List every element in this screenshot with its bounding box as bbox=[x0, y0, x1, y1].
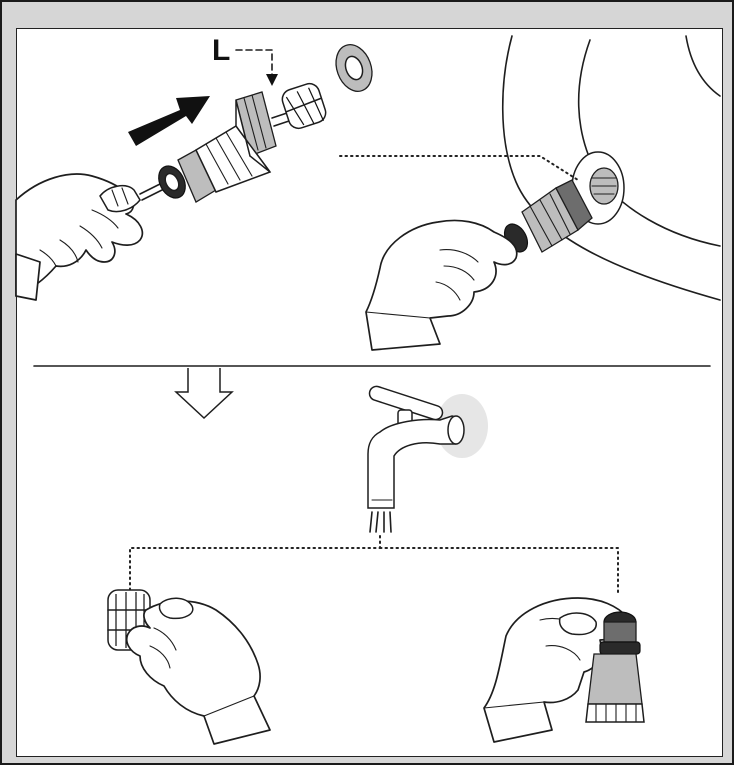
right-hand bbox=[365, 219, 518, 351]
washing-machine-icon bbox=[501, 35, 721, 301]
callout-l: L bbox=[212, 34, 278, 86]
hose-connector-icon bbox=[585, 611, 645, 723]
mesh-filter-icon bbox=[281, 82, 327, 130]
water-tap-icon bbox=[367, 385, 488, 509]
step-clean-connector bbox=[483, 597, 645, 743]
arrow-down-outline-icon bbox=[174, 368, 234, 420]
step-clean-filter bbox=[107, 589, 271, 745]
step-remove-filter: L bbox=[15, 34, 373, 301]
hose-connector-left bbox=[158, 91, 299, 203]
rubber-washer-icon bbox=[335, 44, 373, 92]
arrow-right-icon bbox=[128, 96, 210, 146]
step-machine-inlet bbox=[339, 35, 721, 351]
hand-holding-filter bbox=[125, 597, 271, 745]
water-stream bbox=[129, 511, 619, 595]
callout-label: L bbox=[212, 34, 230, 67]
